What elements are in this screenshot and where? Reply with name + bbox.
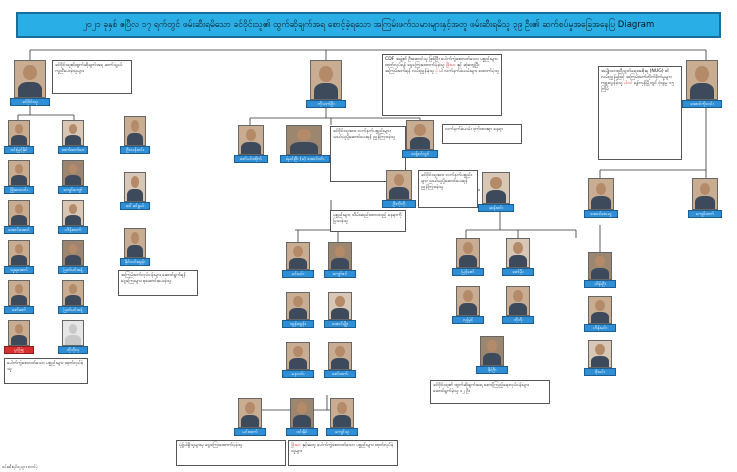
note-center-left: အကြမ်းဖက်လုပ်ငန်းများ ဆောင်ရွက်ရန် ငွေကြ…	[118, 270, 198, 296]
photo-person	[286, 292, 310, 320]
name-tag: ဆန်းဝင်း	[478, 204, 514, 212]
note-mid-right: ခင်ဝိုင်းသူအား လက်နက်ပစ္စည်းများ သယ်ယူပိ…	[418, 170, 478, 208]
photo-person	[588, 252, 612, 280]
name-tag: နိုင်လင်းထွန်း	[120, 258, 150, 266]
name-tag: အောင်မျိုး	[324, 320, 356, 328]
name-tag: ဘိုဘိုလှ	[58, 346, 88, 354]
photo-person	[8, 160, 30, 186]
note-bottom-left: ပုံ၌ပါရှိသူများမှ ငွေကြေးထောက်ပံ့ခဲ့သူ	[176, 440, 286, 466]
photo-person	[480, 336, 504, 366]
name-tag: သန့်ဇင်လွင်	[402, 150, 438, 158]
name-tag: မြတ်မင်းခန့်	[58, 306, 88, 314]
name-tag: ဦးသန်းဝင်း	[120, 146, 150, 154]
name-tag: ဟိန်းထက်	[58, 226, 88, 234]
photo-person	[62, 280, 84, 306]
name-tag: ဇော်ထက်	[324, 370, 356, 378]
photo-person	[686, 60, 718, 100]
photo-person	[286, 242, 310, 270]
photo-person	[62, 200, 84, 226]
photo-person	[124, 172, 146, 202]
photo-person	[8, 320, 30, 346]
photo-person	[588, 340, 612, 368]
photo-person	[482, 172, 510, 204]
name-tag: ဇော်မိုး	[502, 268, 534, 276]
photo-placeholder	[62, 320, 84, 346]
name-tag: ကျော်သူ	[326, 428, 358, 436]
note-bottom-center: ဖြိုးဝေ နှင့်အတူ ပေါက်ကွဲစေတတ်သော ပစ္စည်…	[288, 440, 398, 466]
photo-person	[62, 160, 84, 186]
name-tag: မြတ်မင်းခန့်	[58, 266, 88, 274]
name-tag: နေလင်း	[282, 370, 314, 378]
photo-leader	[310, 60, 342, 100]
photo-person	[124, 228, 146, 258]
name-tag: ထွန်းထွန်း	[282, 320, 314, 328]
photo-person	[124, 116, 146, 146]
note-center-right: ပစ္စည်းများ သိမ်းဆည်းထားသည့် နေရာကို ပြသ…	[330, 210, 406, 232]
name-tag: လှမြင့်	[452, 316, 484, 324]
note-bottom-right: ခင်ဝိုင်းသူ၏ ထွက်ဆိုချက်အရ စောင့်ကြည့်ရေ…	[430, 380, 550, 404]
name-tag: ဝင်းနိုင်	[286, 428, 318, 436]
name-tag: ဦးကိုကို	[382, 200, 416, 208]
photo-person	[8, 120, 30, 146]
note-left-bottom: ပေါက်ကွဲစေတတ်သော ပစ္စည်းများ ထုတ်လုပ်ခဲ့…	[4, 358, 88, 384]
photo-person	[588, 296, 612, 324]
photo-person	[328, 242, 352, 270]
photo-person	[456, 238, 480, 268]
photo-person	[456, 286, 480, 316]
photo-khin-waing-thu	[14, 60, 46, 98]
name-tag: စိုးမင်း	[584, 368, 616, 376]
name-tag: ကိုသက်ဦး	[306, 100, 346, 108]
name-tag: ကျော်ဇင်	[324, 270, 356, 278]
photo-person	[290, 398, 314, 428]
photo-person	[8, 200, 30, 226]
note-center2: လက်နက်ခဲယမ်း ဝှက်ထားရာ နေရာ	[442, 124, 522, 144]
name-tag: မင်းမင်း	[282, 270, 314, 278]
photo-person	[328, 292, 352, 320]
photo-person	[8, 280, 30, 306]
photo-person	[386, 170, 412, 200]
name-tag: ရဲမင်းဦး (ခ) အောင်ဝင်း	[280, 155, 330, 163]
name-tag: မင်းထက်	[234, 428, 266, 436]
caption: ဖမ်းဆီးရမိသူများ ဓာတ်ပုံ	[2, 464, 38, 469]
photo-person	[286, 125, 322, 155]
name-tag: ထက်ထက်ဝေ	[58, 146, 88, 154]
name-tag: ဇော်မင်းထိုက်	[234, 155, 268, 163]
photo-person	[588, 178, 614, 210]
name-tag: ကျော်ကျော်	[58, 186, 88, 194]
note-top-center: CDF အဖွဲ့၏ ဦးဆောင်သူ ဖြစ်ပြီး ပေါက်ကွဲစေ…	[382, 54, 502, 116]
photo-person	[328, 342, 352, 370]
name-tag: သူရအောင်	[4, 266, 34, 274]
name-tag-red: ပွင့်ဖြူ	[4, 346, 34, 354]
photo-person	[62, 120, 84, 146]
name-tag: ဖြိုးဝေလင်း	[4, 186, 34, 194]
photo-person	[330, 398, 354, 428]
name-tag: ဇော်ဇော်	[4, 306, 34, 314]
name-tag: ခင်ဝိုင်းသူ	[10, 98, 50, 106]
diagram-title: ၂၀၂၁ ခုနှစ် ဧပြီလ ၁၇ ရက်တွင် ဖမ်းဆီးရမိသ…	[16, 12, 721, 38]
name-tag: မြင့်ဇော်	[452, 268, 484, 276]
photo-person	[238, 125, 264, 155]
photo-person	[62, 240, 84, 266]
name-tag: ဘိုဘို	[502, 316, 534, 324]
photo-person	[286, 342, 310, 370]
name-tag: ဒေါ်ခင်နွယ်	[120, 202, 150, 210]
note-left: ခင်ဝိုင်းသူ၏ထွက်ဆိုချက်အရ ဆက်သွယ်ကူညီပေး…	[52, 60, 132, 94]
photo-person	[692, 178, 718, 210]
name-tag: ကျော်ထက်	[688, 210, 722, 218]
photo-person	[406, 120, 434, 150]
photo-person	[8, 240, 30, 266]
name-tag: ဝင်းမြင့်နိုင်	[4, 146, 34, 154]
photo-person	[506, 286, 530, 316]
name-tag: အောင်ကိုလင်း	[682, 100, 722, 108]
name-tag: နိုင်ဦး	[476, 366, 508, 374]
name-tag: သိန်းဦး	[584, 280, 616, 288]
photo-person	[506, 238, 530, 268]
name-tag: ဟိန်းမင်း	[584, 324, 616, 332]
note-top-right: အမျိုးသားညီညွတ်ရေးအစိုးရ (NUG) ၏ လမ်းညွှ…	[598, 66, 682, 160]
name-tag: အောင်ဇေယျ	[584, 210, 618, 218]
name-tag: အောင်အောင်	[4, 226, 34, 234]
photo-person	[238, 398, 262, 428]
